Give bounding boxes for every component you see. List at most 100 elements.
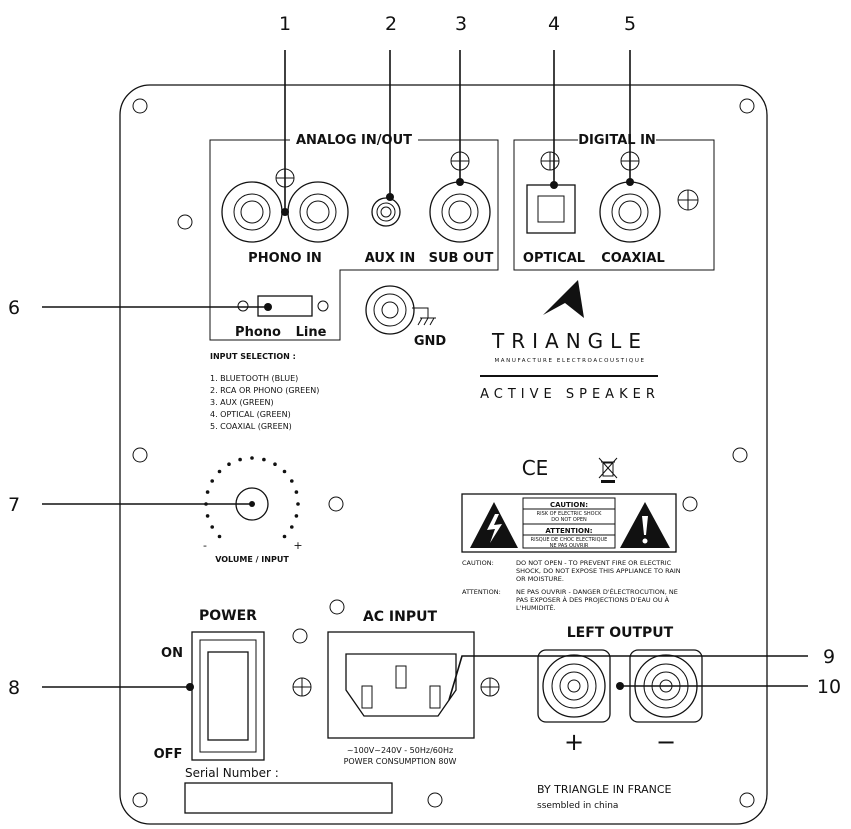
input-selection-title: INPUT SELECTION :: [210, 352, 296, 361]
power-on-label: ON: [161, 646, 183, 661]
caution-text-line: DO NOT OPEN - TO PREVENT FIRE OR ELECTRI…: [516, 559, 672, 567]
coaxial-input[interactable]: COAXIAL: [599, 151, 699, 266]
volume-plus: +: [293, 539, 302, 552]
brand-product: ACTIVE SPEAKER: [480, 387, 660, 402]
optical-port-inner: [537, 195, 565, 223]
caution-sub2: DO NOT OPEN: [551, 517, 587, 523]
ground-post-center: [381, 301, 399, 319]
iec-pin: [361, 685, 373, 709]
serial-label: Serial Number :: [185, 766, 279, 780]
volume-scale-dot: [205, 514, 210, 518]
switch-phono-label: Phono: [235, 325, 281, 340]
input-selection-legend: INPUT SELECTION : 1. BLUETOOTH (BLUE) 2.…: [210, 352, 319, 431]
attention-label: ATTENTION:: [462, 588, 501, 596]
caution-text-line: SHOCK, DO NOT EXPOSE THIS APPLIANCE TO R…: [516, 567, 681, 575]
volume-scale-dot: [217, 534, 222, 539]
serial-number-field: [184, 782, 393, 814]
switch-housing[interactable]: [257, 295, 313, 317]
callout-dot-8: [186, 683, 194, 691]
callout-number-6: 6: [8, 297, 20, 319]
phono-line-switch[interactable]: Phono Line: [235, 295, 329, 340]
volume-scale-dot: [290, 479, 294, 483]
attention-text-line: NE PAS OUVRIR - DANGER D'ÉLECTROCUTION, …: [516, 587, 678, 596]
volume-scale-dots: [204, 456, 300, 539]
callout-dot-5: [626, 178, 634, 186]
phono-jack-right-center: [306, 200, 330, 224]
attention-title: ATTENTION:: [545, 527, 592, 535]
ground-terminal[interactable]: GND: [365, 285, 447, 349]
power-switch[interactable]: POWER ON OFF: [154, 608, 265, 762]
sub-out-jack[interactable]: SUB OUT: [429, 151, 494, 266]
certification-marks: CE: [522, 456, 618, 483]
caution-title: CAUTION:: [550, 501, 588, 509]
callout-dot-1: [281, 208, 289, 216]
callout-number-1: 1: [279, 13, 291, 35]
callout-dot-2: [386, 193, 394, 201]
ac-input-title: AC INPUT: [363, 609, 438, 625]
input-selection-item: 5. COAXIAL (GREEN): [210, 422, 292, 431]
terminal-plus-ring: [551, 663, 597, 709]
input-selection-item: 3. AUX (GREEN): [210, 398, 274, 407]
mounting-hole: [739, 792, 755, 808]
mounting-hole: [292, 628, 308, 644]
callout-dot-10: [616, 682, 624, 690]
caution-text-line: OR MOISTURE.: [516, 575, 564, 583]
ground-symbol-hatch: [423, 317, 429, 326]
iec-pin: [429, 685, 441, 709]
iec-pin: [395, 665, 407, 689]
optical-input[interactable]: OPTICAL: [523, 151, 585, 266]
ac-input[interactable]: AC INPUT ~100V~240V - 50Hz/60Hz POWER CO…: [292, 609, 500, 766]
phono-jack-right[interactable]: [287, 181, 349, 243]
ground-post[interactable]: [365, 285, 415, 335]
aux-in-label: AUX IN: [365, 251, 415, 266]
brand-logo: TRIANGLE MANUFACTURE ELECTROACOUSTIQUE A…: [480, 280, 660, 402]
phono-jack-left-center: [240, 200, 264, 224]
serial-number-plate: Serial Number :: [184, 766, 393, 814]
coaxial-label: COAXIAL: [601, 251, 665, 266]
iec-socket[interactable]: [345, 653, 457, 717]
terminal-plus[interactable]: [542, 654, 606, 718]
callout-leader-9: [448, 655, 808, 701]
warning-box: [461, 493, 677, 553]
volume-minus: -: [203, 539, 207, 552]
aux-jack[interactable]: [371, 197, 401, 227]
ground-post-ring: [373, 293, 407, 327]
mounting-hole: [132, 98, 148, 114]
switch-led-phono: [237, 300, 249, 312]
volume-knob[interactable]: - + VOLUME / INPUT: [203, 456, 303, 564]
left-output[interactable]: LEFT OUTPUT + −: [537, 625, 703, 756]
volume-scale-dot: [294, 490, 299, 494]
gnd-label: GND: [414, 334, 447, 349]
weee-bar: [601, 480, 615, 483]
sub-jack[interactable]: [429, 181, 491, 243]
attention-text-line: PAS EXPOSER À DES PROJECTIONS D'EAU OU À: [516, 595, 670, 604]
coaxial-jack[interactable]: [599, 181, 661, 243]
phono-in-label: PHONO IN: [248, 251, 322, 266]
mounting-hole: [132, 792, 148, 808]
aux-in-jack[interactable]: AUX IN: [365, 197, 415, 266]
power-title: POWER: [199, 608, 257, 624]
phono-jack-left[interactable]: [221, 181, 283, 243]
lightning-bolt: [487, 514, 502, 543]
volume-scale-dot: [217, 469, 222, 474]
caution-label: CAUTION:: [462, 559, 494, 567]
phono-jack-right-ring: [299, 193, 337, 231]
mounting-hole: [177, 214, 193, 230]
volume-label: VOLUME / INPUT: [215, 555, 289, 564]
volume-scale-dot: [282, 534, 287, 539]
coaxial-jack-ring: [611, 193, 649, 231]
callout-number-8: 8: [8, 677, 20, 699]
optical-port[interactable]: [526, 184, 576, 234]
analog-section-label: ANALOG IN/OUT: [296, 133, 412, 148]
power-rocker[interactable]: [207, 651, 249, 741]
mounting-hole: [328, 496, 344, 512]
switch-led-line: [317, 300, 329, 312]
switch-line-label: Line: [296, 325, 327, 340]
volume-scale-dot: [296, 502, 300, 506]
ground-symbol-hatch: [429, 317, 435, 326]
power-switch-frame: [191, 631, 265, 761]
volume-scale-dot: [250, 456, 254, 460]
panel-outline: [119, 84, 768, 825]
callout-number-3: 3: [455, 13, 467, 35]
